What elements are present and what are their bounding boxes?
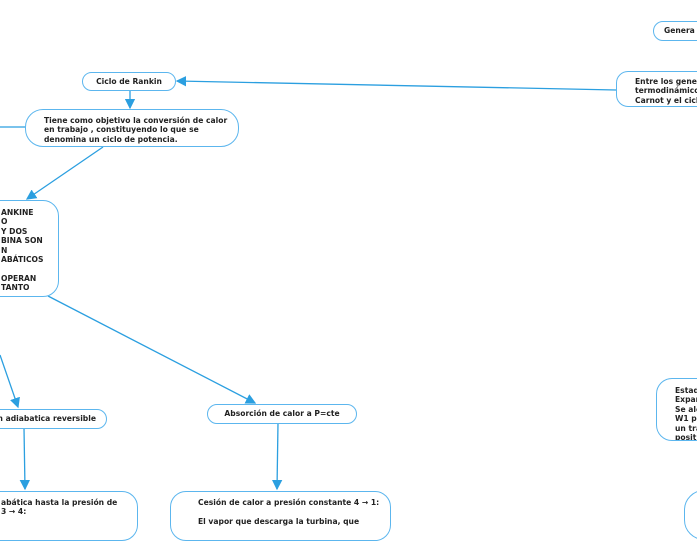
node-rankine[interactable]: ANKINE O Y DOS BINA SON N ABÁTICOS OPERA… [0,200,59,297]
node-ciclo-rankin[interactable]: Ciclo de Rankin [82,72,176,91]
edge-rankine-adiabatica [0,354,20,409]
connector-lines [0,75,617,491]
edge-adiabatica-expansion [19,427,31,491]
node-entre[interactable]: Entre los genera termodinámicos Carnot y… [616,71,697,107]
node-genera[interactable]: Genera [653,21,697,41]
node-adiabatica[interactable]: n adiabatica reversible [0,409,107,429]
node-expansion[interactable]: abática hasta la presión de 3 → 4: [0,491,138,541]
edge-objetivo-rankine [25,146,104,200]
node-estado[interactable]: Estad Expar Se alc W1 po un tra positi [656,378,697,441]
edge-entre-ciclo [175,75,617,91]
edge-absorcion-cesion [271,422,283,491]
node-objetivo[interactable]: Tiene como objetivo la conversión de cal… [25,109,239,147]
node-absorcion[interactable]: Absorción de calor a P=cte [207,404,357,424]
edge-rankine-absorcion [47,295,257,404]
node-cesion[interactable]: Cesión de calor a presión constante 4 → … [170,491,391,541]
